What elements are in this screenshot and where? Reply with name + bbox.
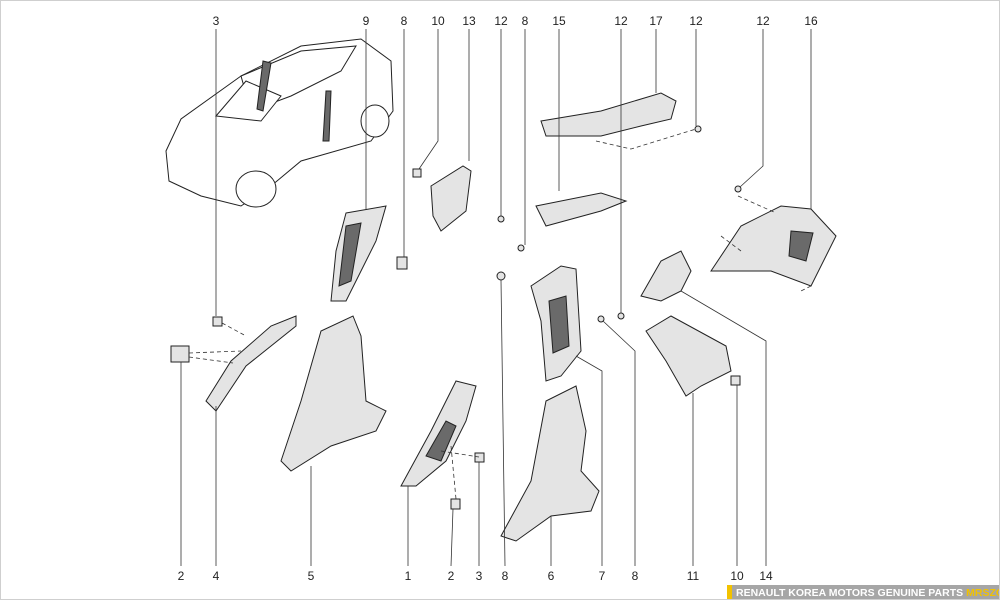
bottom-callouts: 2 4 5 1 2 3 8 6 7 8 11 10 14 bbox=[178, 569, 773, 583]
callout-2: 2 bbox=[448, 569, 455, 583]
callout-14: 14 bbox=[759, 569, 773, 583]
part-10-clip bbox=[730, 375, 741, 386]
part-5-b-pillar-lower bbox=[280, 315, 387, 472]
callout-3: 3 bbox=[213, 14, 220, 28]
callout-15: 15 bbox=[552, 14, 566, 28]
accent-bar bbox=[727, 585, 732, 599]
callout-12: 12 bbox=[689, 14, 703, 28]
callout-12: 12 bbox=[494, 14, 508, 28]
part-15-bracket bbox=[535, 192, 628, 227]
part-7-b-pillar-trim bbox=[530, 265, 582, 382]
part-1-pillar-trim bbox=[400, 380, 477, 487]
part-9-b-pillar-upper bbox=[330, 205, 387, 302]
callout-10: 10 bbox=[730, 569, 744, 583]
callout-5: 5 bbox=[308, 569, 315, 583]
callout-6: 6 bbox=[548, 569, 555, 583]
callout-8: 8 bbox=[401, 14, 408, 28]
footer-brand: MRSZONE bbox=[966, 586, 999, 599]
part-8-clip bbox=[597, 315, 605, 323]
callout-2: 2 bbox=[178, 569, 185, 583]
part-12-screw bbox=[497, 215, 525, 252]
part-8-clip bbox=[496, 271, 506, 281]
part-12-screw bbox=[734, 185, 742, 193]
footer-text: RENAULT KOREA MOTORS GENUINE PARTS bbox=[736, 586, 964, 599]
part-12-screw bbox=[617, 312, 625, 320]
callout-8: 8 bbox=[502, 569, 509, 583]
footer-banner: RENAULT KOREA MOTORS GENUINE PARTS MRSZO… bbox=[727, 585, 999, 599]
callout-10: 10 bbox=[431, 14, 445, 28]
part-2-clip bbox=[450, 498, 461, 510]
vehicle-illustration bbox=[165, 38, 394, 208]
callout-3: 3 bbox=[476, 569, 483, 583]
part-13-c-pillar-trim bbox=[430, 165, 472, 232]
part-16-rear-quarter-trim bbox=[710, 205, 837, 287]
callout-11: 11 bbox=[687, 569, 700, 583]
callout-17: 17 bbox=[649, 14, 663, 28]
part-14-bracket bbox=[640, 250, 692, 302]
part-3-clip bbox=[474, 452, 485, 463]
callout-12: 12 bbox=[614, 14, 628, 28]
top-callouts: 3 9 8 10 13 12 8 15 12 17 12 12 16 bbox=[213, 14, 818, 28]
part-8-clip bbox=[396, 256, 408, 270]
callout-8: 8 bbox=[632, 569, 639, 583]
part-2-clip bbox=[170, 345, 190, 363]
part-11-quarter-trim bbox=[645, 315, 732, 397]
callout-13: 13 bbox=[462, 14, 476, 28]
part-6-lower-pillar-trim bbox=[500, 385, 600, 542]
part-17-upper-trim bbox=[540, 92, 677, 137]
callout-1: 1 bbox=[405, 569, 412, 583]
part-3-clip bbox=[212, 316, 223, 327]
part-12-screw bbox=[694, 125, 702, 133]
callout-12: 12 bbox=[756, 14, 770, 28]
part-4-a-pillar-trim bbox=[205, 315, 297, 412]
callout-8: 8 bbox=[522, 14, 529, 28]
leader-lines bbox=[180, 29, 812, 567]
callout-16: 16 bbox=[804, 14, 818, 28]
callout-4: 4 bbox=[213, 569, 220, 583]
callout-7: 7 bbox=[599, 569, 606, 583]
part-10-clip bbox=[412, 168, 422, 178]
callout-9: 9 bbox=[363, 14, 370, 28]
